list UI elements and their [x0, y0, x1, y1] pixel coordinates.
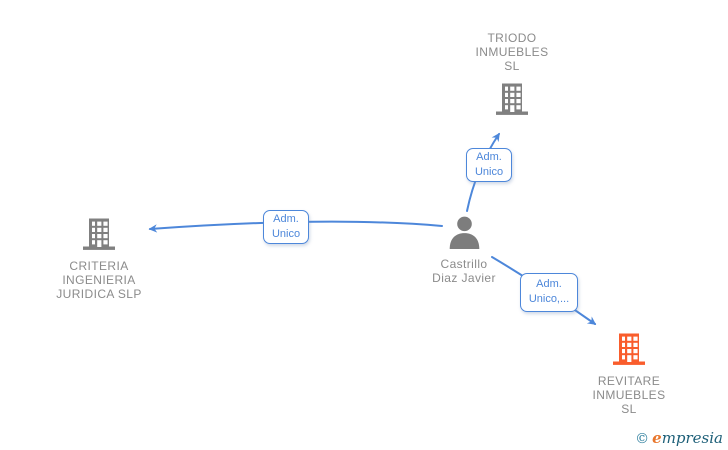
edge-label-line: Adm. [476, 151, 502, 163]
node-label: TRIODO INMUEBLES SL [476, 31, 549, 73]
node-label-line: TRIODO [487, 31, 537, 45]
building-icon [613, 333, 645, 365]
building-icon [496, 83, 528, 115]
empresia-watermark: ©empresia [635, 429, 723, 447]
node-label-line: INMUEBLES [475, 45, 549, 59]
brand-letter-e: e [652, 429, 662, 447]
node-label-line: INGENIERIA [62, 273, 136, 287]
node-label-line: SL [621, 402, 637, 416]
node-label-line: CRITERIA [69, 259, 129, 273]
node-label-line: JURIDICA SLP [56, 287, 142, 301]
node-label-line: SL [504, 59, 520, 73]
person-icon [449, 216, 479, 249]
copyright-icon: © [635, 431, 650, 447]
node-label-line: Castrillo [440, 257, 488, 271]
brand-text: mpresia [661, 429, 723, 447]
edge-label-adm-unico-criteria[interactable]: Adm. Unico [263, 210, 309, 244]
node-label-line: Diaz Javier [432, 271, 496, 285]
node-label: REVITARE INMUEBLES SL [593, 374, 666, 416]
edge-label-adm-unico-revitare[interactable]: Adm. Unico,... [520, 273, 578, 312]
edge-label-line: Unico [271, 228, 301, 240]
building-icon [83, 218, 115, 250]
node-label-line: INMUEBLES [592, 388, 666, 402]
node-label: Castrillo Diaz Javier [432, 257, 496, 285]
edge-label-adm-unico-triodo[interactable]: Adm. Unico [466, 148, 512, 182]
edge-label-line: Unico [474, 166, 504, 178]
node-company-revitare[interactable]: REVITARE INMUEBLES SL [569, 331, 689, 416]
node-label: CRITERIA INGENIERIA JURIDICA SLP [56, 259, 142, 301]
edge-label-line: Adm. [273, 213, 299, 225]
node-person-castrillo[interactable]: Castrillo Diaz Javier [404, 214, 524, 285]
edge-label-line: Adm. [536, 278, 562, 290]
node-label-line: REVITARE [597, 374, 661, 388]
edge-castrillo-to-criteria [148, 220, 443, 233]
node-company-criteria[interactable]: CRITERIA INGENIERIA JURIDICA SLP [29, 216, 169, 301]
edge-label-line: Unico,... [528, 293, 570, 305]
node-company-triodo[interactable]: TRIODO INMUEBLES SL [452, 31, 572, 116]
